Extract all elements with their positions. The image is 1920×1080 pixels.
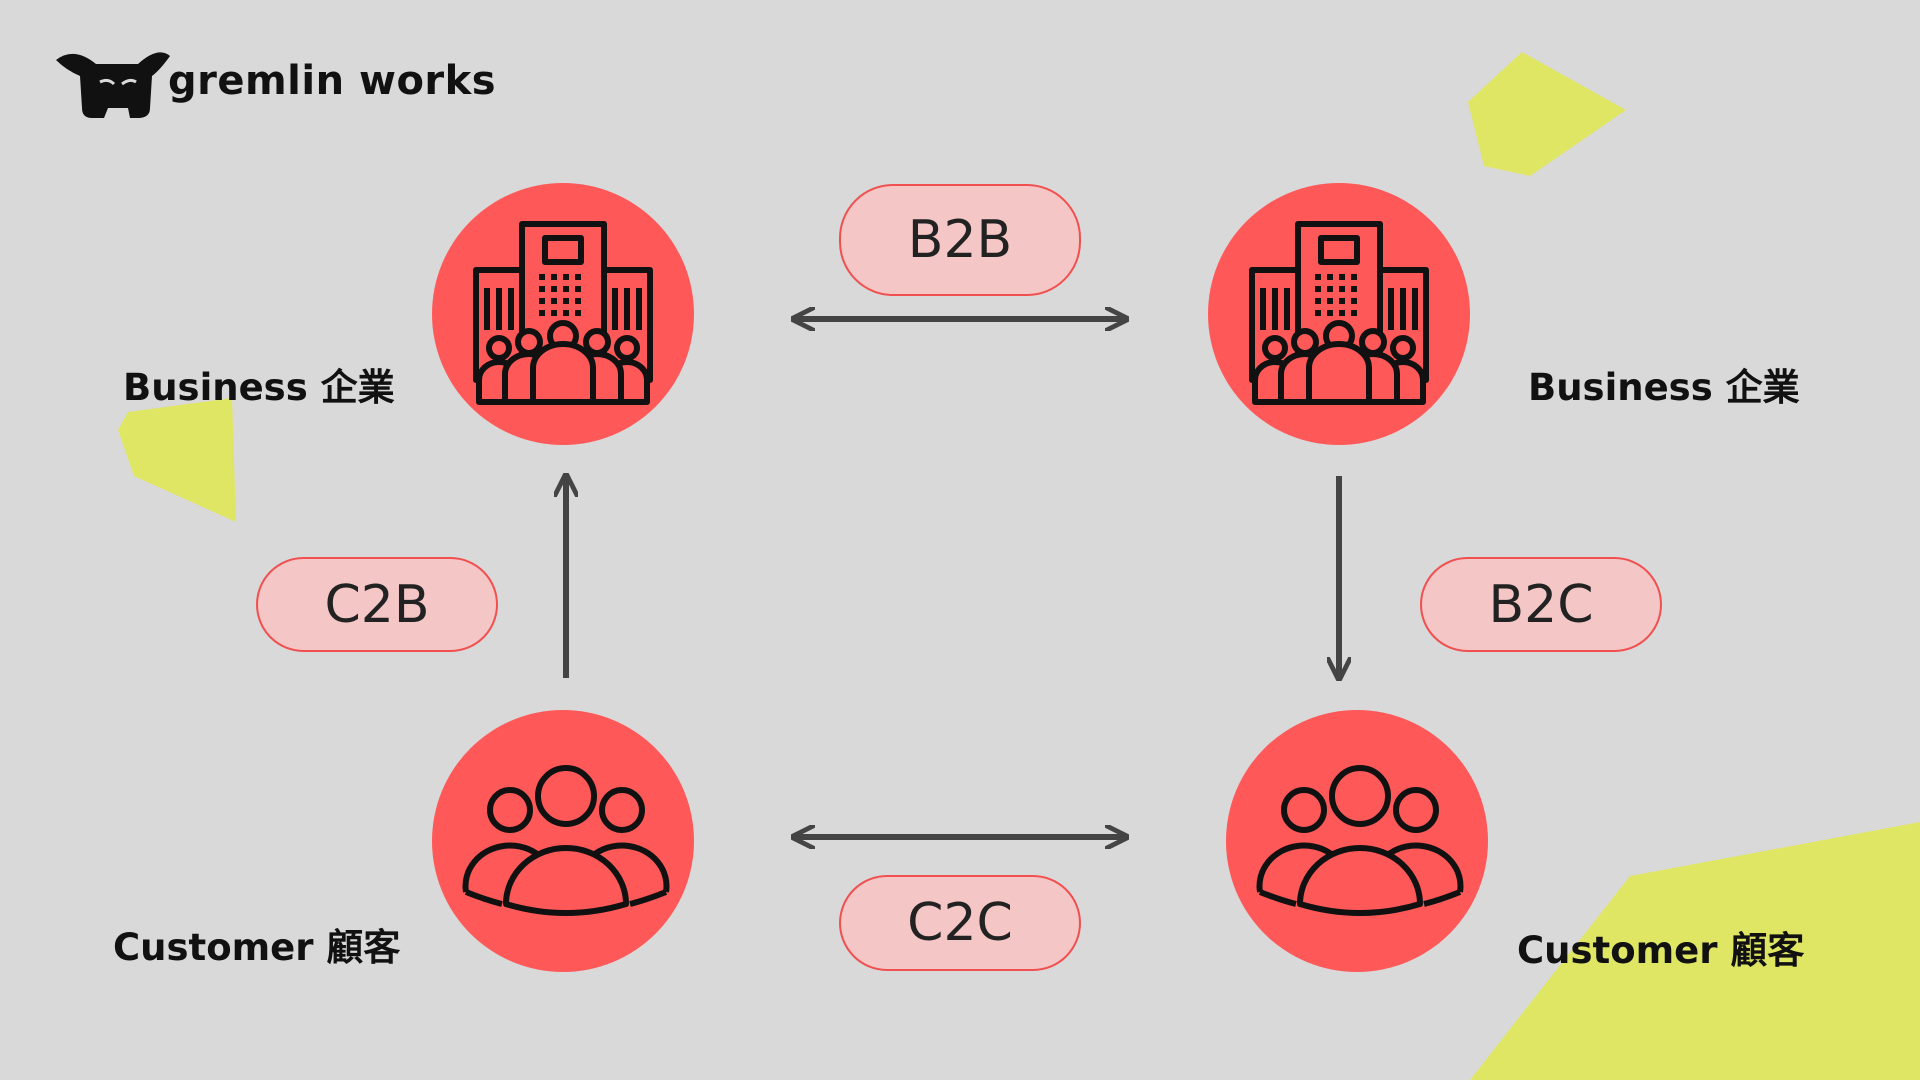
brand-name: gremlin works — [168, 58, 497, 104]
customer-label-right: Customer 顧客 — [1517, 929, 1805, 972]
accent-shape-top-right — [1468, 52, 1626, 176]
customer-label-left: Customer 顧客 — [113, 926, 401, 969]
relation-pill-b2b: B2B — [839, 184, 1081, 296]
customer-node-right — [1226, 710, 1488, 972]
business-label-right: Business 企業 — [1528, 366, 1800, 409]
accent-shape-left — [118, 398, 236, 522]
customer-node-left — [432, 710, 694, 972]
gremlin-logo-icon — [56, 52, 170, 118]
relation-pill-c2b: C2B — [256, 557, 498, 652]
business-label-left: Business 企業 — [123, 366, 395, 409]
relation-pill-b2c: B2C — [1420, 557, 1662, 652]
accent-shape-bottom-right — [1470, 822, 1920, 1080]
relation-pill-c2c: C2C — [839, 875, 1081, 971]
